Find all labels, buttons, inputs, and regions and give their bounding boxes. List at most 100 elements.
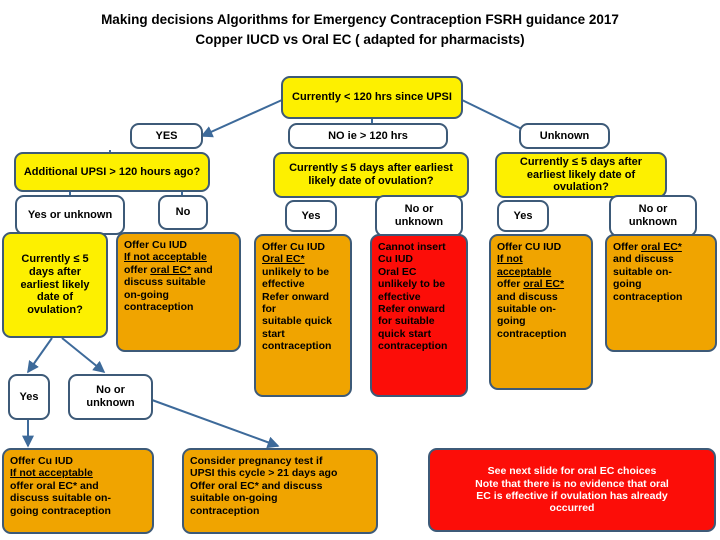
line: Offer Cu IUD bbox=[124, 239, 187, 251]
node-label: See next slide for oral EC choices Note … bbox=[435, 465, 709, 515]
node-left-offer-cu-iud[interactable]: Offer Cu IUD If not acceptable offer ora… bbox=[116, 232, 241, 352]
line: and bbox=[191, 263, 213, 276]
line: and discuss bbox=[613, 253, 674, 266]
line: contraception bbox=[613, 290, 683, 303]
line: Oral EC bbox=[378, 265, 417, 278]
line: Consider pregnancy test if bbox=[190, 455, 323, 467]
line: ovulation? bbox=[27, 304, 83, 317]
line: Cu IUD bbox=[378, 253, 413, 266]
line: and discuss bbox=[497, 290, 558, 303]
line-underlined: acceptable bbox=[497, 265, 552, 278]
line: Offer Cu IUD bbox=[262, 241, 325, 253]
line: effective bbox=[378, 290, 421, 303]
line: on-going bbox=[124, 288, 169, 301]
node-label: Yes bbox=[301, 209, 321, 222]
line: Offer CU IUD bbox=[497, 241, 562, 253]
node-bottom-mid-pregnancy-test[interactable]: Consider pregnancy test if UPSI this cyc… bbox=[182, 448, 378, 534]
node-left-question-ovulation[interactable]: Currently ≤ 5 days after earliest likely… bbox=[2, 232, 108, 338]
page-title: Making decisions Algorithms for Emergenc… bbox=[0, 10, 720, 50]
node-bottom-left-offer-cu-iud[interactable]: Offer Cu IUD If not acceptable offer ora… bbox=[2, 448, 154, 534]
node-label: Currently ≤ 5 days after earliest likely… bbox=[519, 155, 643, 194]
node-label: No or unknown bbox=[86, 384, 135, 409]
line: suitable on- bbox=[613, 265, 672, 278]
node-branch-no-over-120hrs[interactable]: NO ie > 120 hrs bbox=[288, 123, 448, 149]
line: earliest likely bbox=[20, 278, 90, 291]
line: contraception bbox=[262, 340, 332, 352]
node-bottom-right-note-oral-ec[interactable]: See next slide for oral EC choices Note … bbox=[428, 448, 716, 532]
node-label: Currently ≤ 5 days after earliest likely… bbox=[289, 162, 453, 187]
line: discuss suitable bbox=[124, 276, 206, 289]
node-left-no[interactable]: No bbox=[158, 195, 208, 230]
node-label: Additional UPSI > 120 hours ago? bbox=[23, 165, 201, 178]
title-line-2: Copper IUCD vs Oral EC ( adapted for pha… bbox=[195, 32, 525, 47]
line: unlikely to be bbox=[262, 265, 330, 278]
line: going bbox=[497, 315, 526, 328]
line: contraception bbox=[497, 327, 567, 340]
line: suitable on-going bbox=[190, 492, 278, 505]
line: quick start bbox=[378, 327, 432, 340]
line-underlined: oral EC* bbox=[641, 241, 682, 253]
node-label: No bbox=[175, 206, 191, 219]
node-left-question-additional-upsi[interactable]: Additional UPSI > 120 hours ago? bbox=[14, 152, 210, 192]
node-right-no-or-unknown[interactable]: No or unknown bbox=[609, 195, 697, 237]
line-underlined: If not acceptable bbox=[10, 467, 93, 480]
line: See next slide for oral EC choices bbox=[487, 465, 657, 478]
node-label: Offer Cu IUD Oral EC* unlikely to be eff… bbox=[262, 241, 344, 352]
line: effective bbox=[262, 278, 305, 291]
line-underlined: If not bbox=[497, 253, 523, 266]
node-mid-offer-cu-iud[interactable]: Offer Cu IUD Oral EC* unlikely to be eff… bbox=[254, 234, 352, 397]
node-right-question-ovulation[interactable]: Currently ≤ 5 days after earliest likely… bbox=[495, 152, 667, 198]
line: for suitable bbox=[378, 315, 435, 328]
node-label: Offer Cu IUD If not acceptable offer ora… bbox=[10, 455, 146, 517]
line-underlined: oral EC* bbox=[150, 263, 192, 276]
node-label: Yes or unknown bbox=[27, 208, 113, 221]
node-right-offer-oral-ec[interactable]: Offer oral EC* and discuss suitable on- … bbox=[605, 234, 717, 352]
line: Refer onward bbox=[262, 290, 330, 303]
node-left-yes-or-unknown[interactable]: Yes or unknown bbox=[15, 195, 125, 235]
line-underlined: Oral EC* bbox=[262, 253, 305, 266]
line-underlined: oral EC* bbox=[523, 278, 565, 291]
line: contraception bbox=[378, 340, 448, 352]
line: Offer bbox=[613, 241, 642, 253]
node-label: Unknown bbox=[539, 129, 590, 142]
line: UPSI this cycle > 21 days ago bbox=[190, 467, 338, 480]
line: Note that there is no evidence that oral bbox=[475, 477, 669, 490]
node-root-currently-under-120hrs[interactable]: Currently < 120 hrs since UPSI bbox=[281, 76, 463, 119]
node-label: NO ie > 120 hrs bbox=[328, 129, 408, 142]
line: offer bbox=[124, 263, 151, 276]
node-left-yes[interactable]: Yes bbox=[8, 374, 50, 420]
node-label: Currently ≤ 5 days after earliest likely… bbox=[9, 253, 101, 318]
node-branch-yes[interactable]: YES bbox=[130, 123, 203, 149]
line: offer bbox=[497, 278, 524, 291]
node-label: No or unknown bbox=[628, 203, 678, 228]
node-mid-question-ovulation[interactable]: Currently ≤ 5 days after earliest likely… bbox=[273, 152, 469, 198]
line: going contraception bbox=[10, 504, 111, 517]
node-label: Offer Cu IUD If not acceptable offer ora… bbox=[124, 239, 233, 313]
node-mid-cannot-insert-cu-iud[interactable]: Cannot insert Cu IUD Oral EC unlikely to… bbox=[370, 234, 468, 397]
line: for bbox=[262, 302, 276, 315]
line: start bbox=[262, 327, 285, 340]
title-line-1: Making decisions Algorithms for Emergenc… bbox=[101, 12, 619, 27]
node-label: No or unknown bbox=[394, 203, 444, 228]
node-label: Yes bbox=[19, 390, 39, 403]
node-label: Offer CU IUD If not acceptable offer ora… bbox=[497, 241, 585, 340]
line: suitable quick bbox=[262, 315, 333, 328]
line: Refer onward bbox=[378, 302, 446, 315]
node-label: Currently < 120 hrs since UPSI bbox=[292, 91, 452, 104]
node-branch-unknown[interactable]: Unknown bbox=[519, 123, 610, 149]
node-right-offer-cu-iud[interactable]: Offer CU IUD If not acceptable offer ora… bbox=[489, 234, 593, 390]
line-underlined: If not acceptable bbox=[124, 251, 207, 264]
line: contraception bbox=[124, 300, 194, 313]
node-mid-no-or-unknown[interactable]: No or unknown bbox=[375, 195, 463, 237]
node-mid-yes[interactable]: Yes bbox=[285, 200, 337, 232]
node-label: YES bbox=[155, 129, 178, 142]
node-right-yes[interactable]: Yes bbox=[497, 200, 549, 232]
node-left-no-or-unknown[interactable]: No or unknown bbox=[68, 374, 153, 420]
node-label: Yes bbox=[513, 209, 533, 222]
line: occurred bbox=[549, 502, 595, 515]
line: contraception bbox=[190, 504, 260, 517]
line: Cannot insert bbox=[378, 241, 446, 253]
line: offer oral EC* and bbox=[10, 479, 99, 492]
node-label: Offer oral EC* and discuss suitable on- … bbox=[613, 241, 709, 303]
